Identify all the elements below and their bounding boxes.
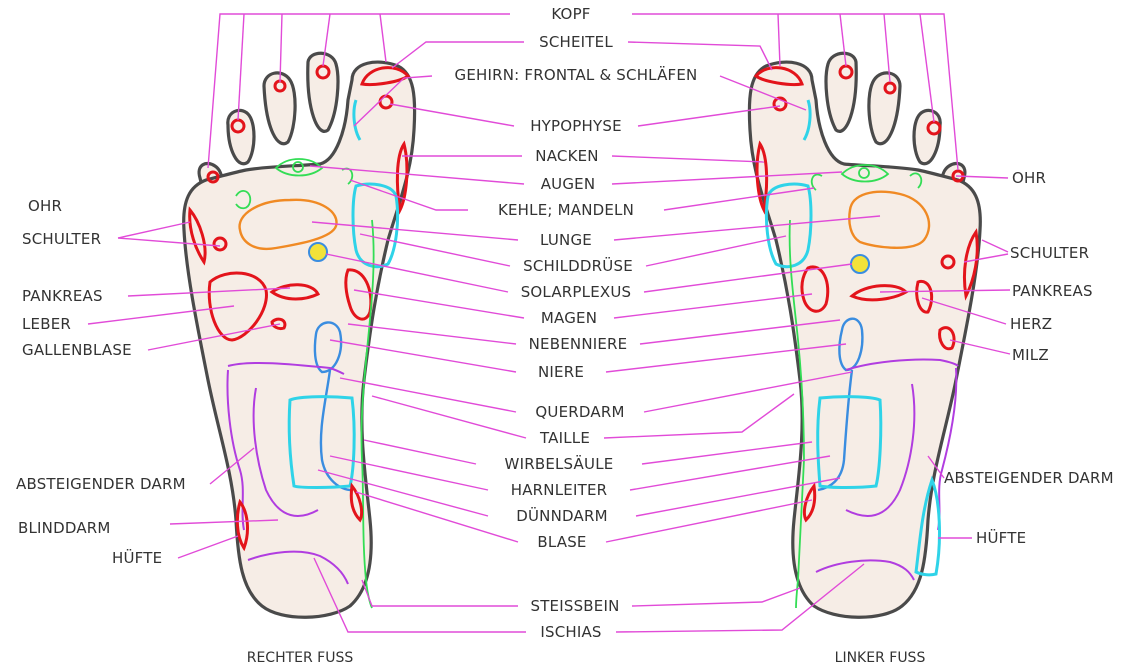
left-foot-toe-3	[869, 73, 900, 144]
label-gallenblase-left: GALLENBLASE	[22, 341, 132, 359]
label-hypophyse: HYPOPHYSE	[530, 117, 622, 135]
lead-nebenniere-r	[348, 324, 516, 344]
label-absteigender-darm-right: ABSTEIGENDER DARM	[944, 469, 1114, 487]
label-milz-right: MILZ	[1012, 346, 1049, 364]
foot-titles: RECHTER FUSS LINKER FUSS	[247, 650, 926, 666]
right-foot-toe-3	[264, 73, 295, 144]
lead-blase-l	[606, 500, 812, 542]
left-foot-sole	[749, 62, 980, 617]
center-labels: KOPF SCHEITEL GEHIRN: FRONTAL & SCHLÄFEN…	[455, 5, 698, 641]
label-niere: NIERE	[538, 363, 584, 381]
lead-taille-l	[604, 394, 794, 438]
label-nacken: NACKEN	[535, 147, 598, 165]
label-gehirn: GEHIRN: FRONTAL & SCHLÄFEN	[455, 65, 698, 84]
label-nebenniere: NEBENNIERE	[529, 335, 628, 353]
lead-magen-l	[614, 294, 812, 318]
label-leber-left: LEBER	[22, 315, 71, 333]
right-foot-drawing	[184, 53, 415, 617]
lead-nacken-l	[612, 156, 764, 162]
label-solarplexus: SOLARPLEXUS	[521, 283, 632, 301]
label-ohr-right: OHR	[1012, 169, 1046, 187]
lead-kopf-left-e	[778, 14, 780, 66]
left-foot-solarplexus	[851, 255, 869, 273]
label-steissbein: STEISSBEIN	[530, 597, 619, 615]
label-lunge: LUNGE	[540, 231, 592, 249]
label-schulter-right: SCHULTER	[1010, 244, 1089, 262]
label-ischias: ISCHIAS	[540, 623, 601, 641]
title-left-foot: LINKER FUSS	[835, 650, 926, 666]
label-huefte-left: HÜFTE	[112, 548, 162, 567]
lead-taille-r	[372, 396, 526, 438]
label-duenndarm: DÜNNDARM	[516, 506, 607, 525]
label-schulter-left: SCHULTER	[22, 230, 101, 248]
lead-schilddruese-l	[646, 236, 786, 266]
lead-schulter-right-a	[982, 240, 1008, 252]
label-taille: TAILLE	[539, 429, 590, 447]
label-querdarm: QUERDARM	[535, 403, 624, 421]
lead-schulter-left-a	[118, 222, 190, 238]
lead-kopf-left-b	[920, 14, 934, 122]
label-absteigender-darm-left: ABSTEIGENDER DARM	[16, 475, 186, 493]
label-kopf: KOPF	[551, 5, 590, 23]
lead-wirbel-r	[364, 440, 476, 464]
label-blase: BLASE	[537, 533, 586, 551]
label-pankreas-right: PANKREAS	[1012, 282, 1093, 300]
right-foot-toe-4	[228, 110, 254, 163]
label-kehle: KEHLE; MANDELN	[498, 201, 634, 219]
lead-steiss-r	[362, 580, 518, 606]
left-side-labels: OHR SCHULTER PANKREAS LEBER GALLENBLASE …	[16, 197, 186, 567]
lead-magen-r	[354, 290, 524, 318]
label-pankreas-left: PANKREAS	[22, 287, 103, 305]
label-augen: AUGEN	[541, 175, 596, 193]
label-blinddarm-left: BLINDDARM	[18, 519, 111, 537]
left-foot-toe-4	[914, 110, 940, 163]
label-ohr-left: OHR	[28, 197, 62, 215]
lead-kopf-right-e	[380, 14, 386, 62]
left-foot-toe-2	[826, 53, 856, 131]
label-huefte-right: HÜFTE	[976, 528, 1026, 547]
title-right-foot: RECHTER FUSS	[247, 650, 354, 666]
lead-huefte-left	[178, 536, 238, 558]
label-herz-right: HERZ	[1010, 315, 1052, 333]
right-foot-sole	[184, 62, 415, 617]
label-wirbelsaeule: WIRBELSÄULE	[505, 454, 614, 473]
lead-scheitel-r	[392, 42, 524, 68]
lead-steiss-l	[632, 588, 800, 606]
lead-kopf-right-b	[238, 14, 244, 120]
label-schilddruese: SCHILDDRÜSE	[523, 256, 633, 275]
label-magen: MAGEN	[541, 309, 597, 327]
lead-querdarm-r	[340, 378, 516, 412]
lead-blase-r	[356, 492, 518, 542]
right-foot-solarplexus	[309, 243, 327, 261]
label-harnleiter: HARNLEITER	[511, 481, 608, 499]
label-scheitel: SCHEITEL	[539, 33, 613, 51]
lead-wirbel-l	[642, 442, 812, 464]
left-foot-drawing	[749, 53, 980, 617]
lead-kopf-right-c	[280, 14, 282, 82]
